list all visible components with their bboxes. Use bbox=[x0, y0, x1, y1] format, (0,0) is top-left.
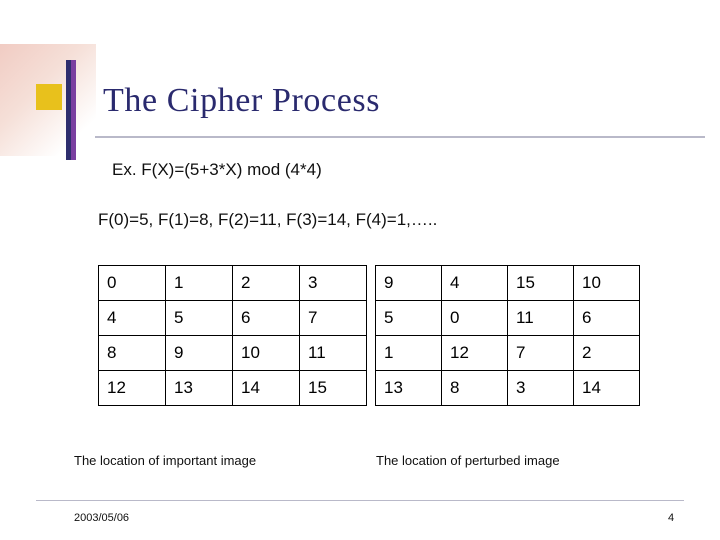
table-row: 13 8 3 14 bbox=[375, 370, 640, 406]
table-cell: 13 bbox=[375, 370, 442, 406]
caption-important-image: The location of important image bbox=[74, 453, 257, 468]
table-row: 0 1 2 3 bbox=[98, 265, 367, 301]
footer-divider bbox=[36, 500, 684, 501]
formula-values-line: F(0)=5, F(1)=8, F(2)=11, F(3)=14, F(4)=1… bbox=[98, 210, 438, 229]
table-cell: 0 bbox=[441, 300, 508, 336]
table-cell: 5 bbox=[375, 300, 442, 336]
table-cell: 11 bbox=[507, 300, 574, 336]
table-cell: 14 bbox=[573, 370, 640, 406]
table-cell: 6 bbox=[573, 300, 640, 336]
table-important-image: 0 1 2 3 4 5 6 7 8 9 10 11 12 13 14 15 bbox=[98, 265, 367, 406]
title-divider bbox=[95, 136, 705, 138]
table-cell: 7 bbox=[507, 335, 574, 371]
table-cell: 1 bbox=[375, 335, 442, 371]
table-cell: 4 bbox=[441, 265, 508, 301]
table-cell: 10 bbox=[573, 265, 640, 301]
table-cell: 4 bbox=[98, 300, 166, 336]
table-cell: 10 bbox=[232, 335, 300, 371]
table-cell: 8 bbox=[441, 370, 508, 406]
table-cell: 5 bbox=[165, 300, 233, 336]
decorative-yellow-square bbox=[36, 84, 62, 110]
table-row: 5 0 11 6 bbox=[375, 300, 640, 336]
table-cell: 12 bbox=[441, 335, 508, 371]
table-cell: 9 bbox=[375, 265, 442, 301]
table-cell: 0 bbox=[98, 265, 166, 301]
caption-perturbed-image: The location of perturbed image bbox=[376, 453, 560, 468]
table-cell: 3 bbox=[299, 265, 367, 301]
table-row: 12 13 14 15 bbox=[98, 370, 367, 406]
table-cell: 6 bbox=[232, 300, 300, 336]
table-cell: 2 bbox=[573, 335, 640, 371]
table-cell: 1 bbox=[165, 265, 233, 301]
table-row: 8 9 10 11 bbox=[98, 335, 367, 371]
footer-page-number: 4 bbox=[668, 512, 675, 524]
table-cell: 13 bbox=[165, 370, 233, 406]
table-cell: 9 bbox=[165, 335, 233, 371]
table-cell: 12 bbox=[98, 370, 166, 406]
table-cell: 11 bbox=[299, 335, 367, 371]
table-row: 4 5 6 7 bbox=[98, 300, 367, 336]
table-cell: 8 bbox=[98, 335, 166, 371]
table-cell: 3 bbox=[507, 370, 574, 406]
decorative-purple-bar bbox=[71, 60, 76, 160]
table-row: 1 12 7 2 bbox=[375, 335, 640, 371]
table-row: 9 4 15 10 bbox=[375, 265, 640, 301]
footer-date: 2003/05/06 bbox=[74, 512, 130, 524]
table-cell: 15 bbox=[299, 370, 367, 406]
table-cell: 15 bbox=[507, 265, 574, 301]
decorative-navy-bar bbox=[66, 60, 71, 160]
formula-line: Ex. F(X)=(5+3*X) mod (4*4) bbox=[112, 160, 322, 179]
page-title: The Cipher Process bbox=[103, 82, 381, 119]
table-cell: 14 bbox=[232, 370, 300, 406]
table-cell: 2 bbox=[232, 265, 300, 301]
table-perturbed-image: 9 4 15 10 5 0 11 6 1 12 7 2 13 8 3 14 bbox=[375, 265, 640, 406]
table-cell: 7 bbox=[299, 300, 367, 336]
